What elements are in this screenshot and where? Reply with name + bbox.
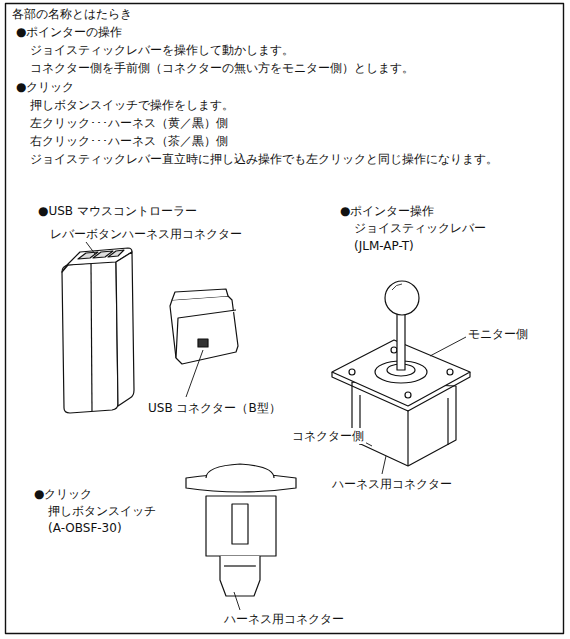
part-name: ●USB マウスコントローラー: [36, 203, 199, 219]
note-text: ジョイスティックレバーを操作して動かします。: [28, 42, 296, 58]
part-name: 押しボタンスイッチ: [46, 503, 158, 519]
frame: [6, 4, 564, 634]
part-label: コネクター側: [290, 428, 366, 444]
push-button: [186, 464, 296, 610]
note-text: 押しボタンスイッチで操作をします。: [28, 97, 236, 113]
part-name: ジョイスティックレバー: [352, 220, 488, 236]
note-text: ジョイスティックレバー直立時に押し込み操作でも左クリックと同じ操作になります。: [28, 151, 500, 167]
part-name: ●クリック: [32, 486, 94, 502]
usb-connector-detail: [170, 289, 238, 397]
bullet-heading: ●ポインターの操作: [14, 24, 124, 40]
note-text: コネクター側を手前側（コネクターの無い方をモニター側）とします。: [28, 60, 416, 76]
part-code: (JLM-AP-T): [352, 238, 416, 254]
part-label: USB コネクター（B型）: [146, 400, 283, 416]
note-text: 左クリック･･･ハーネス（黄／黒）側: [28, 115, 230, 131]
part-label: モニター側: [466, 326, 530, 342]
bullet-heading: ●クリック: [14, 79, 76, 95]
usb-controller: [62, 242, 134, 413]
part-code: (A-OBSF-30): [46, 520, 124, 536]
part-label: ハーネス用コネクター: [222, 611, 346, 627]
joystick-lever: [332, 281, 470, 474]
note-text: 右クリック･･･ハーネス（茶／黒）側: [28, 133, 230, 149]
section-title: 各部の名称とはたらき: [12, 6, 132, 22]
part-name: ●ポインター操作: [338, 203, 436, 219]
part-label: ハーネス用コネクター: [330, 476, 454, 492]
part-label: レバーボタンハーネス用コネクター: [48, 226, 244, 242]
